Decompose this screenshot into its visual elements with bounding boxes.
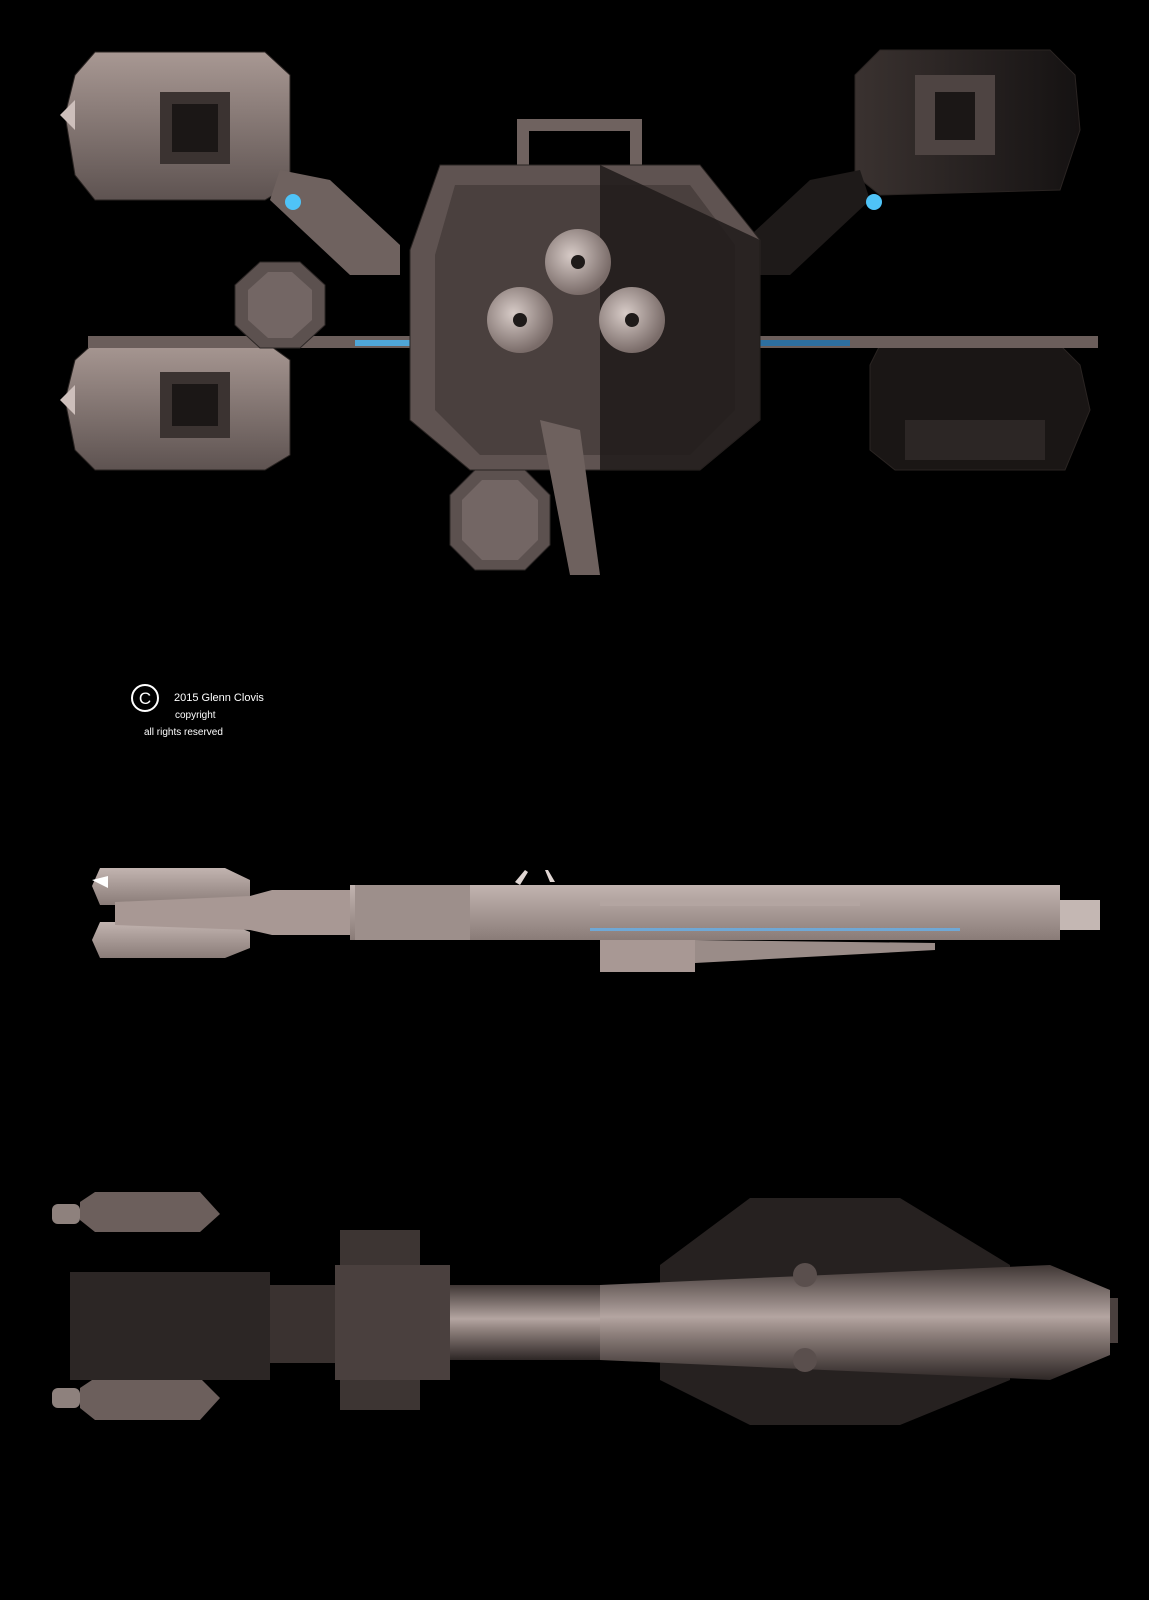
pylon-right <box>740 170 870 275</box>
side-antenna-1 <box>515 870 528 885</box>
top-aft-block <box>70 1272 270 1380</box>
side-engine-pod-upper <box>92 868 250 905</box>
central-hull <box>409 119 761 575</box>
side-keel-module <box>600 940 695 972</box>
front-view-render <box>60 49 1098 575</box>
side-view-render <box>92 868 1100 972</box>
engine-pod-upper-left <box>60 51 291 201</box>
top-dome-lower <box>793 1348 817 1372</box>
top-mid-module <box>335 1265 450 1380</box>
round-hatch-bottom <box>449 469 551 571</box>
svg-text:C: C <box>139 689 151 708</box>
engine-pod-upper-right <box>854 49 1081 196</box>
copyright-block: C 2015 Glenn Clovis copyright all rights… <box>130 683 350 753</box>
round-hatch-left <box>234 261 326 349</box>
copyright-author: 2015 Glenn Clovis <box>174 692 264 704</box>
engine-pod-lower-right <box>869 344 1091 471</box>
side-engine-pod-lower <box>92 922 250 958</box>
copyright-icon: C <box>131 684 159 712</box>
copyright-rights: all rights reserved <box>144 727 223 738</box>
top-bow-tip <box>1110 1298 1118 1343</box>
pylon-left <box>270 170 400 275</box>
top-engine-pod-upper <box>52 1192 220 1232</box>
top-spine <box>450 1285 600 1360</box>
side-antenna-2 <box>545 870 555 882</box>
side-pylon <box>115 890 350 935</box>
side-keel-fin <box>695 940 935 963</box>
top-connector <box>270 1285 335 1363</box>
blue-light-left <box>285 194 301 210</box>
side-nozzle <box>1060 900 1100 930</box>
copyright-word: copyright <box>175 710 216 721</box>
engine-pod-lower-left <box>60 341 291 471</box>
blue-light-right <box>866 194 882 210</box>
top-view-render <box>52 1192 1118 1425</box>
top-forward-hull <box>600 1265 1110 1380</box>
top-dome-upper <box>793 1263 817 1287</box>
top-engine-pod-lower <box>52 1378 220 1420</box>
